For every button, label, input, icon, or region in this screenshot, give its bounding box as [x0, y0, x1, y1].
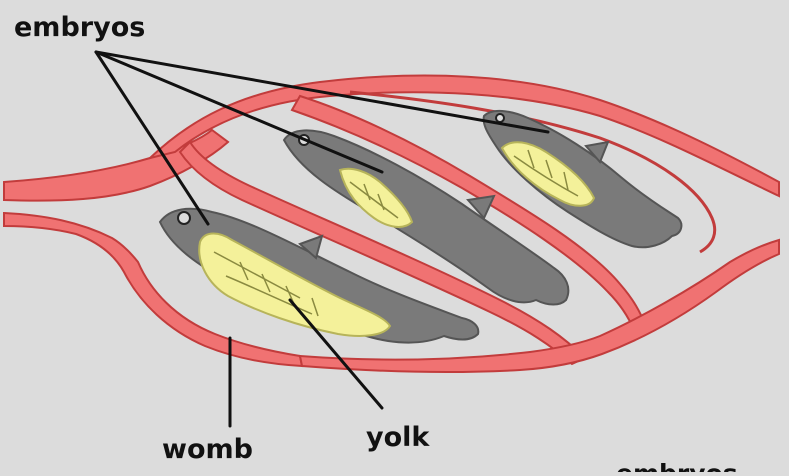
embryo-1-eye — [178, 212, 190, 224]
label-yolk: yolk — [366, 422, 430, 453]
label-womb: womb — [162, 434, 253, 465]
label-embryos-cropped: embryos — [616, 459, 738, 472]
embryo-3-eye — [496, 114, 504, 122]
label-embryos: embryos — [14, 12, 145, 43]
